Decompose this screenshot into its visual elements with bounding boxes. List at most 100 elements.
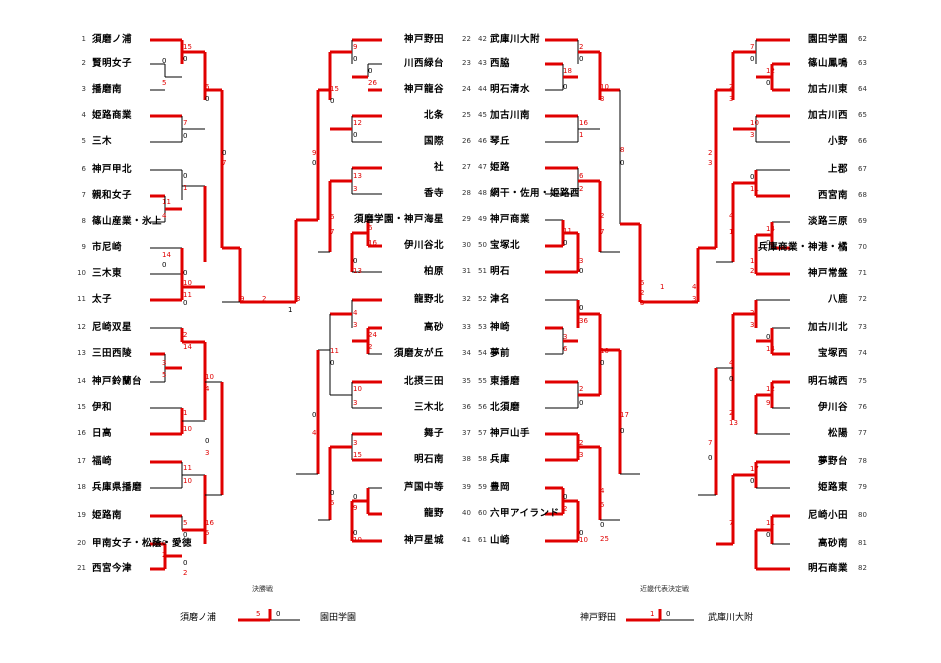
score: 2 (183, 569, 188, 577)
team-name: 神戸甲北 (92, 164, 133, 175)
score: 15 (330, 85, 339, 93)
seed-number: 57 (478, 429, 487, 437)
team-name: 篠山産業・氷上 (92, 216, 163, 227)
score: 3 (162, 359, 167, 367)
score: 3 (708, 159, 713, 167)
seed-number: 59 (478, 483, 487, 491)
score: 7 (222, 159, 227, 167)
score: 16 (205, 519, 214, 527)
score: 0 (183, 269, 188, 277)
seed-number: 12 (77, 323, 86, 331)
score: 4 (205, 385, 210, 393)
score: 10 (353, 536, 362, 544)
seed-number: 34 (462, 349, 471, 357)
score: 16 (579, 119, 588, 127)
score: 2 (579, 385, 584, 393)
score: 0 (563, 239, 568, 247)
seed-number: 74 (858, 349, 867, 357)
seed-number: 48 (478, 189, 487, 197)
score: 0 (222, 149, 227, 157)
score: 9 (766, 399, 771, 407)
score: 12 (766, 67, 775, 75)
team-name: 武庫川大附 (490, 34, 541, 45)
team-name: 北須磨 (490, 402, 521, 413)
seed-number: 32 (462, 295, 471, 303)
seed-number: 65 (858, 111, 867, 119)
seed-number: 69 (858, 217, 867, 225)
team-name: 淡路三原 (807, 216, 848, 227)
team-name: 網干・佐用・姫路西 (490, 188, 581, 199)
seed-number: 56 (478, 403, 487, 411)
seed-number: 3 (81, 85, 86, 93)
team-name: 龍野北 (413, 294, 444, 305)
kinki-right-team: 武庫川大附 (708, 613, 754, 623)
score: 3 (729, 95, 734, 103)
score: 18 (563, 67, 572, 75)
seed-number: 24 (462, 85, 471, 93)
seed-number: 61 (478, 536, 487, 544)
seed-number: 49 (478, 215, 487, 223)
seed-number: 73 (858, 323, 867, 331)
seed-number: 29 (462, 215, 471, 223)
score: 5 (162, 79, 167, 87)
seed-number: 76 (858, 403, 867, 411)
team-name: 兵庫県播磨 (92, 482, 143, 493)
seed-number: 58 (478, 455, 487, 463)
seed-number: 11 (77, 295, 86, 303)
score: 2 (708, 149, 713, 157)
team-name: 西宮南 (817, 190, 848, 201)
round-score: 1 (288, 306, 293, 314)
score: 0 (750, 55, 755, 63)
team-name: 加古川東 (807, 84, 848, 95)
team-name: 香寺 (423, 188, 444, 199)
score: 4 (729, 212, 734, 220)
score: 0 (162, 539, 167, 547)
score: 6 (579, 172, 584, 180)
score: 10 (353, 385, 362, 393)
round-score: 5 (640, 279, 645, 287)
seed-number: 77 (858, 429, 867, 437)
score: 10 (183, 477, 192, 485)
score: 0 (750, 173, 755, 181)
seed-number: 70 (858, 243, 867, 251)
score: 11 (183, 464, 192, 472)
score: 11 (766, 519, 775, 527)
seed-number: 16 (77, 429, 86, 437)
score: 13 (353, 267, 362, 275)
team-name: 北条 (423, 110, 444, 121)
team-name: 三木北 (413, 402, 444, 413)
score: 6 (330, 213, 335, 221)
seed-number: 14 (77, 377, 86, 385)
score: 6 (563, 345, 568, 353)
team-name: 太子 (92, 294, 113, 305)
score: 0 (353, 131, 358, 139)
seed-number: 28 (462, 189, 471, 197)
seed-number: 18 (77, 483, 86, 491)
score: 14 (766, 345, 775, 353)
team-name: 伊川谷北 (403, 240, 444, 251)
round-score: 2 (262, 295, 267, 303)
seed-number: 81 (858, 539, 867, 547)
kinki-caption: 近畿代表決定戦 (640, 585, 689, 593)
team-name: 須磨ノ浦 (92, 34, 133, 45)
score: 3 (353, 321, 358, 329)
seed-number: 55 (478, 377, 487, 385)
score: 0 (353, 529, 358, 537)
seed-number: 45 (478, 111, 487, 119)
team-name: 小野 (827, 136, 848, 147)
score: 3 (579, 257, 584, 265)
score: 2 (600, 212, 605, 220)
score: 0 (330, 97, 335, 105)
team-name: 甲南女子・松蔭・愛徳 (92, 538, 193, 549)
seed-number: 20 (77, 539, 86, 547)
score: 6 (368, 224, 373, 232)
team-name: 福崎 (92, 456, 113, 467)
score: 10 (579, 536, 588, 544)
kinki-right-score: 0 (666, 610, 671, 618)
team-name: 国際 (423, 136, 444, 147)
score: 4 (162, 212, 167, 220)
score: 4 (353, 309, 358, 317)
team-name: 播磨南 (92, 84, 123, 95)
score: 5 (183, 519, 188, 527)
score: 0 (563, 493, 568, 501)
